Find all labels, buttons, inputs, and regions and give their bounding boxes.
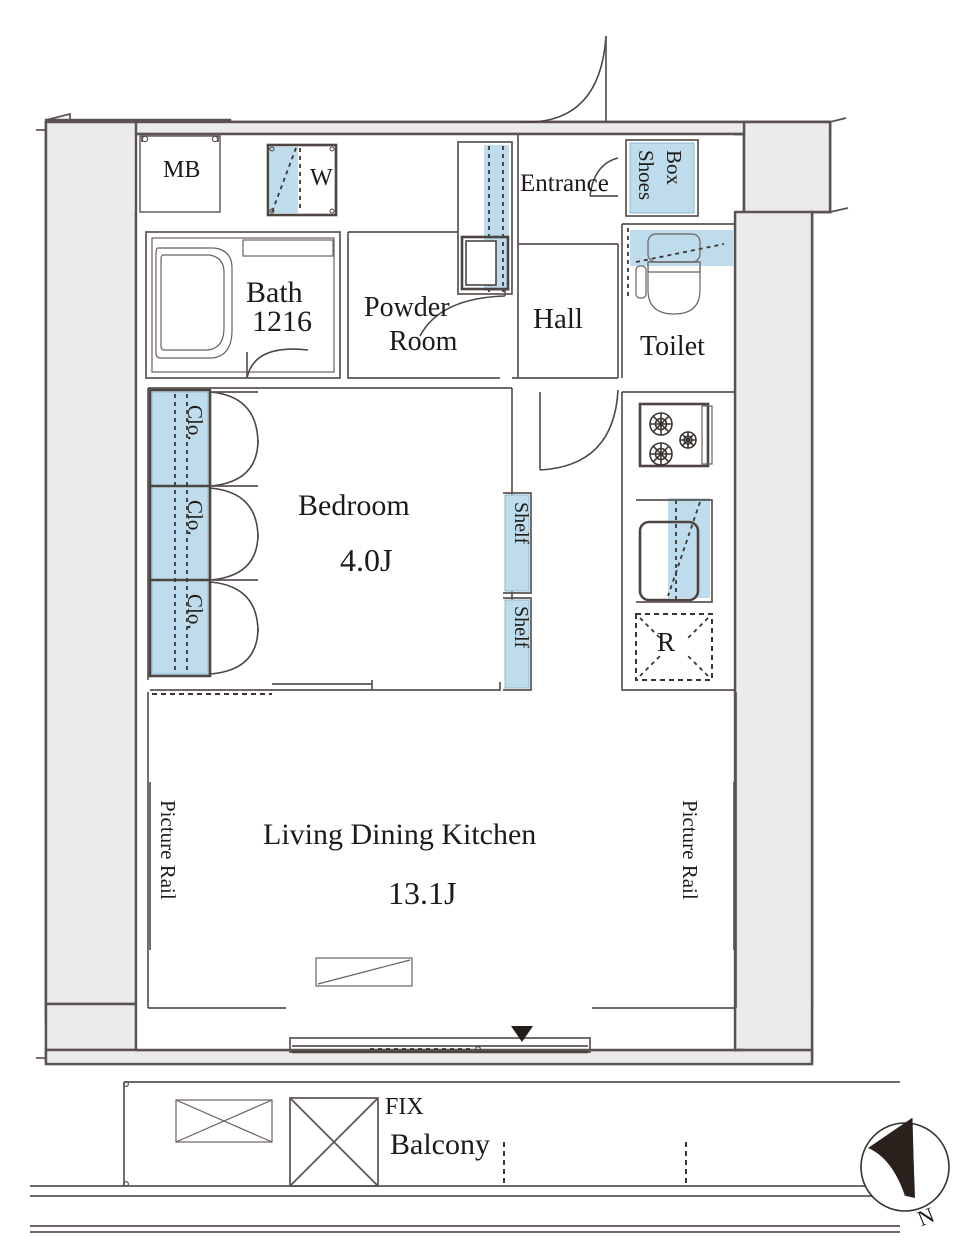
closet-1 xyxy=(151,391,209,487)
wall-nub-tr xyxy=(829,117,847,123)
label-bath-size: 1216 xyxy=(252,305,312,338)
stove-burners xyxy=(649,412,697,466)
washing-machine xyxy=(266,143,338,217)
label-mb: MB xyxy=(163,157,201,183)
label-powder-room-line2: Room xyxy=(389,326,458,357)
closet-label-2: Clo. xyxy=(183,500,207,536)
closet-group xyxy=(148,388,259,678)
shelf-label-1: Shelf xyxy=(510,502,532,545)
entry-direction-marker xyxy=(511,1026,533,1042)
label-bedroom-area: 4.0J xyxy=(340,542,393,578)
label-hall: Hall xyxy=(533,303,583,335)
wall-blocks-overlay xyxy=(44,120,832,1066)
interior-floor-2 xyxy=(134,132,746,1052)
kitchen xyxy=(539,389,736,691)
label-bedroom: Bedroom xyxy=(298,489,410,522)
powder-room xyxy=(347,141,513,379)
balcony-evacuation-hatch xyxy=(289,1097,379,1187)
closet-2 xyxy=(151,485,209,581)
picture-rail-label-right: Picture Rail xyxy=(678,800,702,900)
label-shoes-box-line2: Box xyxy=(662,150,686,186)
label-balcony: Balcony xyxy=(390,1128,490,1161)
compass-rose xyxy=(860,1117,950,1212)
sink-blue xyxy=(668,498,710,598)
label-toilet: Toilet xyxy=(640,331,705,362)
label-fix: FIX xyxy=(385,1094,424,1120)
wall-nub-tl xyxy=(45,112,71,122)
label-bath: Bath xyxy=(246,276,303,309)
label-shoes-box-line1: Shoes xyxy=(634,150,658,201)
wall-nub-r xyxy=(829,207,849,213)
shelf-group xyxy=(503,492,532,691)
picture-rail-label-left: Picture Rail xyxy=(156,800,180,900)
shelf-label-2: Shelf xyxy=(510,606,532,649)
shelf-1 xyxy=(504,494,530,592)
mb-closet xyxy=(139,135,221,213)
refrigerator-space xyxy=(635,613,713,681)
label-ldk: Living Dining Kitchen xyxy=(263,818,537,851)
toilet-room xyxy=(621,223,736,378)
label-refrigerator: R xyxy=(657,627,676,657)
sink-basin xyxy=(638,520,700,602)
closet-label-3: Clo. xyxy=(183,594,207,630)
label-washer: W xyxy=(310,165,333,191)
label-ldk-area: 13.1J xyxy=(388,875,457,911)
ldk-walls xyxy=(147,692,737,1054)
label-powder-room-line1: Powder xyxy=(364,292,450,323)
stove xyxy=(638,402,710,468)
closet-3 xyxy=(151,579,209,675)
shoes-box xyxy=(625,139,699,217)
entrance-hall-walls xyxy=(512,35,619,379)
bathroom xyxy=(145,231,341,379)
floor-fixture xyxy=(315,957,413,987)
balcony xyxy=(30,1080,900,1233)
closet-label-1: Clo. xyxy=(183,405,207,441)
shelf-2 xyxy=(504,599,530,689)
label-entrance: Entrance xyxy=(520,170,609,197)
balcony-ac-unit xyxy=(175,1099,273,1143)
sliding-glass-door xyxy=(289,1037,591,1054)
